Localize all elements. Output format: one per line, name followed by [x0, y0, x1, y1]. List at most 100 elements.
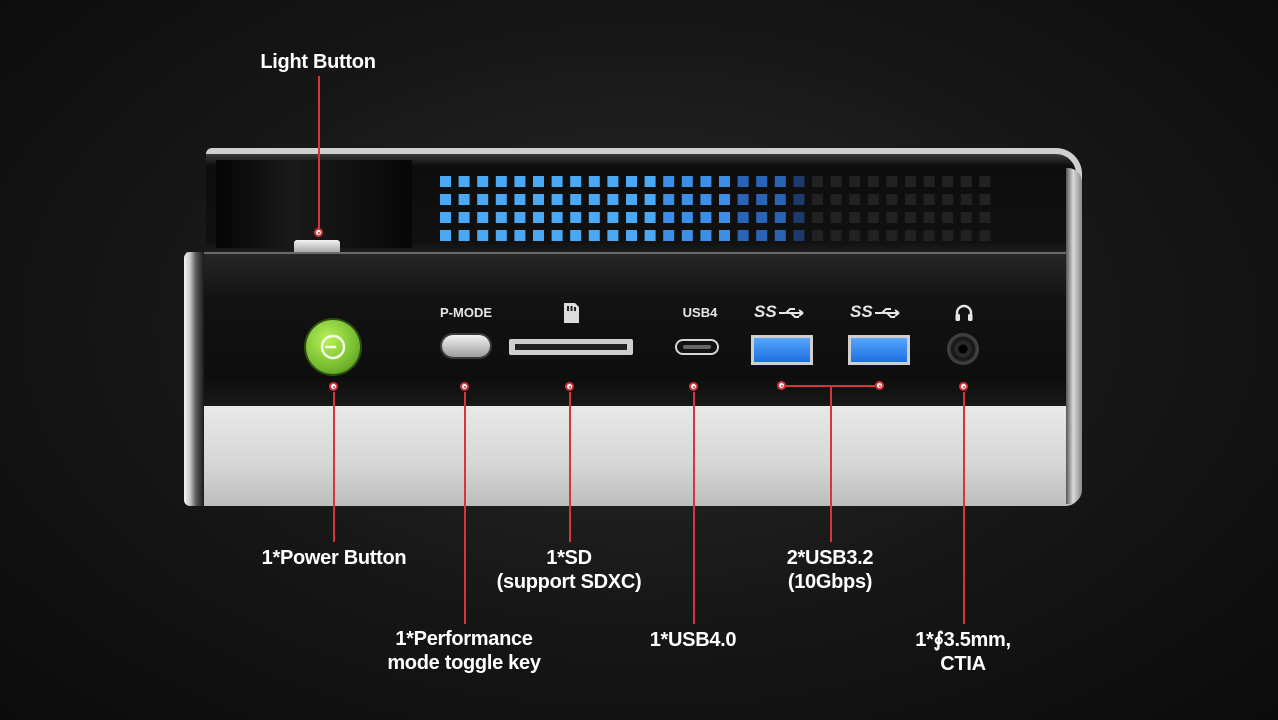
- callout-line-light: [318, 76, 320, 230]
- vent-hole: [440, 176, 451, 187]
- vent-hole: [830, 230, 842, 241]
- vent-hole: [588, 176, 600, 187]
- vent-hole: [867, 194, 879, 205]
- vent-hole: [905, 176, 916, 187]
- vent-hole: [849, 176, 861, 187]
- vent-hole: [495, 230, 507, 241]
- usb32-port-2[interactable]: [848, 335, 910, 365]
- vent-hole: [663, 212, 675, 223]
- vent-hole: [979, 194, 991, 205]
- vent-hole: [774, 176, 786, 187]
- vent-hole: [700, 212, 712, 223]
- audio-jack[interactable]: [947, 333, 979, 365]
- vent-hole: [700, 194, 712, 205]
- vent-hole: [551, 176, 563, 187]
- vent-hole: [514, 176, 526, 187]
- sd-card-slot[interactable]: [509, 339, 633, 355]
- vent-hole: [867, 176, 879, 187]
- vent-hole: [979, 212, 991, 223]
- vent-hole: [719, 176, 730, 187]
- vent-hole: [719, 212, 730, 223]
- vent-hole: [607, 230, 619, 241]
- vent-hole: [514, 194, 526, 205]
- callout-line-usb32: [830, 386, 832, 542]
- vent-hole: [533, 176, 544, 187]
- vent-hole: [793, 176, 805, 187]
- vent-hole: [458, 194, 470, 205]
- vent-hole: [979, 230, 991, 241]
- vent-hole: [533, 212, 544, 223]
- vent-hole: [533, 194, 544, 205]
- vent-hole: [644, 212, 656, 223]
- vent-hole: [477, 212, 489, 223]
- callout-dot-sd: [565, 382, 574, 391]
- vent-hole: [737, 176, 749, 187]
- vent-hole: [663, 230, 675, 241]
- vent-hole: [960, 230, 972, 241]
- callout-line-pmode: [464, 392, 466, 624]
- callout-dot-power: [329, 382, 338, 391]
- vent-hole: [719, 194, 730, 205]
- label-sd: 1*SD (support SDXC): [496, 547, 642, 593]
- vent-hole: [923, 230, 935, 241]
- vent-hole: [923, 194, 935, 205]
- vent-hole: [812, 194, 823, 205]
- vent-hole: [588, 194, 600, 205]
- vent-hole: [923, 212, 935, 223]
- light-button[interactable]: [294, 240, 340, 252]
- sd-card-icon: [564, 303, 579, 323]
- vent-hole: [644, 194, 656, 205]
- power-icon: [320, 334, 346, 360]
- device-bottom-band: [186, 406, 1080, 506]
- vent-hole: [774, 194, 786, 205]
- vent-hole: [719, 230, 730, 241]
- vent-hole: [681, 176, 693, 187]
- vent-hole: [626, 194, 637, 205]
- vent-hole: [905, 230, 916, 241]
- callout-line-power: [333, 392, 335, 542]
- power-button[interactable]: [306, 320, 360, 374]
- performance-mode-key[interactable]: [442, 335, 490, 357]
- vent-hole: [440, 230, 451, 241]
- vent-hole: [737, 194, 749, 205]
- vent-hole: [663, 176, 675, 187]
- vent-hole: [737, 212, 749, 223]
- vent-hole: [477, 230, 489, 241]
- vent-hole: [830, 194, 842, 205]
- vent-hole: [774, 230, 786, 241]
- usb32-port-1[interactable]: [751, 335, 813, 365]
- vent-hole: [607, 212, 619, 223]
- vent-hole: [570, 194, 582, 205]
- usb4-port[interactable]: [675, 339, 719, 355]
- ventilation-grille: [440, 176, 991, 241]
- pmode-text: P-MODE: [440, 305, 492, 320]
- vent-hole: [570, 176, 582, 187]
- headphone-icon: [955, 304, 973, 321]
- vent-hole: [867, 212, 879, 223]
- callout-dot-light: [314, 228, 323, 237]
- vent-hole: [663, 194, 675, 205]
- vent-hole: [570, 230, 582, 241]
- vent-hole: [756, 212, 768, 223]
- vent-hole: [886, 212, 898, 223]
- vent-hole: [440, 194, 451, 205]
- label-usb32: 2*USB3.2 (10Gbps): [786, 547, 874, 593]
- vent-hole: [495, 212, 507, 223]
- vent-hole: [905, 194, 916, 205]
- callout-dot-usb32-1: [777, 381, 786, 390]
- vent-hole: [551, 194, 563, 205]
- vent-hole: [551, 212, 563, 223]
- vent-hole: [923, 176, 935, 187]
- vent-hole: [812, 176, 823, 187]
- callout-line-sd: [569, 392, 571, 542]
- vent-hole: [551, 230, 563, 241]
- vent-hole: [905, 212, 916, 223]
- vent-hole: [774, 212, 786, 223]
- vent-hole: [681, 230, 693, 241]
- vent-hole: [495, 176, 507, 187]
- callout-dot-audio: [959, 382, 968, 391]
- vent-hole: [942, 212, 954, 223]
- label-audio: 1*∮3.5mm, CTIA: [915, 629, 1011, 675]
- label-light-button: Light Button: [260, 51, 376, 73]
- vent-hole: [514, 230, 526, 241]
